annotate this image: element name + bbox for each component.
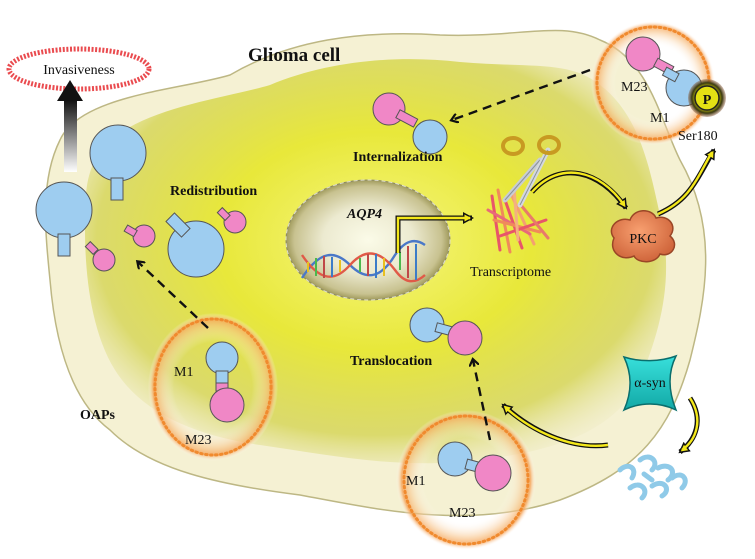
invasiveness-label: Invasiveness: [43, 63, 115, 78]
aqp4-gene-label: AQP4: [346, 207, 382, 222]
redistribution-label: Redistribution: [170, 184, 257, 199]
ser180-label: Ser180: [678, 129, 718, 144]
phospho-label: P: [703, 93, 712, 108]
oaps-complex-left: [148, 313, 278, 461]
dna-helix-icon: [300, 239, 426, 283]
alpha-syn-protein: [622, 354, 678, 412]
nucleus: [285, 179, 451, 301]
invasiveness-arrow: [64, 100, 77, 172]
transcriptome-strands-icon: [486, 186, 550, 254]
redistributed-aqp4: [35, 124, 247, 278]
m1-label-bottom: M1: [406, 474, 425, 489]
pkc-label: PKC: [629, 232, 656, 247]
m23-label-top: M23: [621, 80, 647, 95]
m1-label-top: M1: [650, 111, 669, 126]
translocation-arrow: [473, 360, 492, 441]
transcriptome-label: Transcriptome: [470, 265, 551, 280]
redistribution-arrow: [138, 262, 209, 329]
oaps-label: OAPs: [80, 408, 116, 423]
translocated-aqp4: [409, 307, 483, 356]
alpha-syn-label: α-syn: [634, 376, 665, 391]
m1-label-left: M1: [174, 365, 193, 380]
pkc-enzyme: [610, 210, 676, 263]
oaps-complex-bottom: [396, 410, 536, 550]
scissors-icon: [501, 135, 561, 208]
internalized-aqp4: [372, 92, 448, 155]
internalization-label: Internalization: [353, 150, 443, 165]
translocation-label: Translocation: [350, 354, 432, 369]
alpha-syn-aggregate-icon: [617, 454, 688, 501]
m23-label-left: M23: [185, 433, 211, 448]
page-title: Glioma cell: [248, 45, 340, 66]
phosphorylated-aqp4-complex: [591, 21, 726, 145]
internalization-arrow: [452, 68, 591, 120]
m23-label-bottom: M23: [449, 506, 475, 521]
